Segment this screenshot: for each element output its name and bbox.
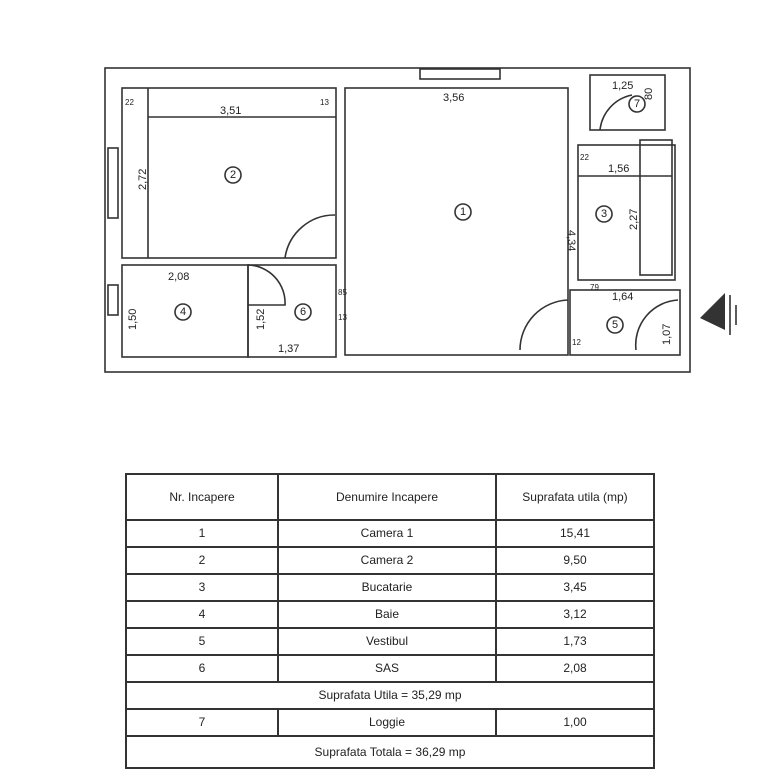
- cell-area: 3,45: [495, 573, 655, 602]
- svg-text:6: 6: [300, 306, 306, 318]
- cell-area: 2,08: [495, 654, 655, 683]
- svg-text:12: 12: [572, 338, 581, 347]
- svg-text:2,27: 2,27: [628, 209, 640, 230]
- svg-text:13: 13: [320, 98, 329, 107]
- floor-plan: 2 1 3 4 5 6 7 3,51 2,72 3,56 4,34 1,56 2…: [104, 67, 737, 373]
- svg-text:1,37: 1,37: [278, 343, 299, 355]
- svg-text:1,56: 1,56: [608, 163, 629, 175]
- svg-text:1: 1: [460, 206, 466, 218]
- room-3-outline: [577, 144, 676, 281]
- kitchen-counter: [639, 139, 673, 276]
- room-area-table: Nr. Incapere Denumire Incapere Suprafata…: [125, 473, 655, 769]
- util-total-row: Suprafata Utila = 35,29 mp: [125, 681, 655, 710]
- header-nr: Nr. Incapere: [125, 473, 279, 521]
- util-total: Suprafata Utila = 35,29 mp: [125, 681, 655, 710]
- cell-nr: 3: [125, 573, 279, 602]
- cell-name: Camera 1: [277, 519, 497, 548]
- dimension-labels: 3,51 2,72 3,56 4,34 1,56 2,27 2,08 1,50 …: [125, 80, 673, 355]
- header-name: Denumire Incapere: [277, 473, 497, 521]
- svg-text:4: 4: [180, 306, 186, 318]
- svg-text:5: 5: [612, 319, 618, 331]
- room-6-outline: [247, 264, 337, 358]
- cell-name: SAS: [277, 654, 497, 683]
- svg-text:2,08: 2,08: [168, 271, 189, 283]
- svg-text:79: 79: [590, 283, 599, 292]
- room-5-outline: [569, 289, 681, 356]
- svg-text:85: 85: [338, 288, 347, 297]
- room-2-outline: [121, 87, 337, 259]
- cell-area: 3,12: [495, 600, 655, 629]
- svg-text:1,25: 1,25: [612, 80, 633, 92]
- svg-text:22: 22: [125, 98, 134, 107]
- cell-nr: 1: [125, 519, 279, 548]
- cell-name: Vestibul: [277, 627, 497, 656]
- svg-text:1,64: 1,64: [612, 291, 633, 303]
- svg-text:13: 13: [338, 313, 347, 322]
- cell-nr: 7: [125, 708, 279, 737]
- door-swings: [247, 94, 679, 351]
- grand-total-row: Suprafata Totala = 36,29 mp: [125, 735, 655, 769]
- cell-area: 15,41: [495, 519, 655, 548]
- svg-text:3: 3: [601, 208, 607, 220]
- svg-text:80: 80: [643, 88, 655, 100]
- cell-area: 1,00: [495, 708, 655, 737]
- cell-name: Bucatarie: [277, 573, 497, 602]
- cell-nr: 5: [125, 627, 279, 656]
- cell-area: 9,50: [495, 546, 655, 575]
- svg-text:22: 22: [580, 153, 589, 162]
- cell-name: Camera 2: [277, 546, 497, 575]
- svg-text:7: 7: [634, 98, 640, 110]
- cell-area: 1,73: [495, 627, 655, 656]
- grand-total: Suprafata Totala = 36,29 mp: [125, 735, 655, 769]
- svg-text:4,34: 4,34: [565, 230, 577, 251]
- outer-wall: [104, 67, 691, 373]
- svg-text:1,07: 1,07: [661, 324, 673, 345]
- cell-nr: 6: [125, 654, 279, 683]
- cell-name: Baie: [277, 600, 497, 629]
- window-left-2: [107, 284, 119, 316]
- cell-nr: 2: [125, 546, 279, 575]
- entrance-arrow-icon: [700, 293, 737, 335]
- room-7-outline: [589, 74, 666, 131]
- svg-text:3,51: 3,51: [220, 105, 241, 117]
- window-top: [419, 68, 501, 80]
- svg-text:2: 2: [230, 169, 236, 181]
- room-number-markers: 2 1 3 4 5 6 7: [174, 95, 646, 334]
- svg-text:1,50: 1,50: [127, 309, 139, 330]
- header-area: Suprafata utila (mp): [495, 473, 655, 521]
- room-1-outline: [344, 87, 569, 356]
- cell-name: Loggie: [277, 708, 497, 737]
- svg-text:2,72: 2,72: [137, 169, 149, 190]
- cell-nr: 4: [125, 600, 279, 629]
- window-left-1: [107, 147, 119, 219]
- table-header: Nr. Incapere Denumire Incapere Suprafata…: [125, 473, 655, 521]
- svg-text:1,52: 1,52: [255, 309, 267, 330]
- svg-text:3,56: 3,56: [443, 92, 464, 104]
